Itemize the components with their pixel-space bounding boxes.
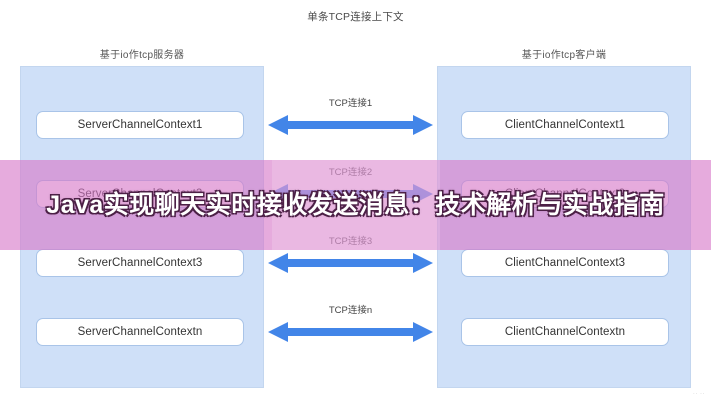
tcp-connection-link: TCP连接3: [268, 236, 433, 277]
double-arrow-icon: [268, 115, 433, 135]
client-channel-context-box: ClientChannelContext3: [461, 249, 669, 277]
double-arrow-icon: [268, 253, 433, 273]
client-channel-context-box: ClientChannelContextn: [461, 318, 669, 346]
client-channel-context-box: ClientChannelContext1: [461, 111, 669, 139]
tcp-connection-link: TCP连接n: [268, 305, 433, 346]
tcp-connection-label: TCP连接1: [328, 98, 373, 109]
diagram-title: 单条TCP连接上下文: [307, 11, 404, 23]
tcp-connection-label: TCP连接n: [328, 305, 373, 316]
server-channel-context-box: ServerChannelContext3: [36, 249, 244, 277]
column-header-client: 基于io作tcp客户端: [521, 50, 607, 61]
tcp-connection-link: TCP连接1: [268, 98, 433, 139]
column-header-server: 基于io作tcp服务器: [99, 50, 185, 61]
double-arrow-icon: [268, 322, 433, 342]
article-title-banner: Java实现聊天实时接收发送消息：技术解析与实战指南: [0, 160, 711, 250]
article-title: Java实现聊天实时接收发送消息：技术解析与实战指南: [46, 191, 665, 219]
server-channel-context-box: ServerChannelContext1: [36, 111, 244, 139]
watermark: ·· ··: [692, 391, 705, 397]
server-channel-context-box: ServerChannelContextn: [36, 318, 244, 346]
